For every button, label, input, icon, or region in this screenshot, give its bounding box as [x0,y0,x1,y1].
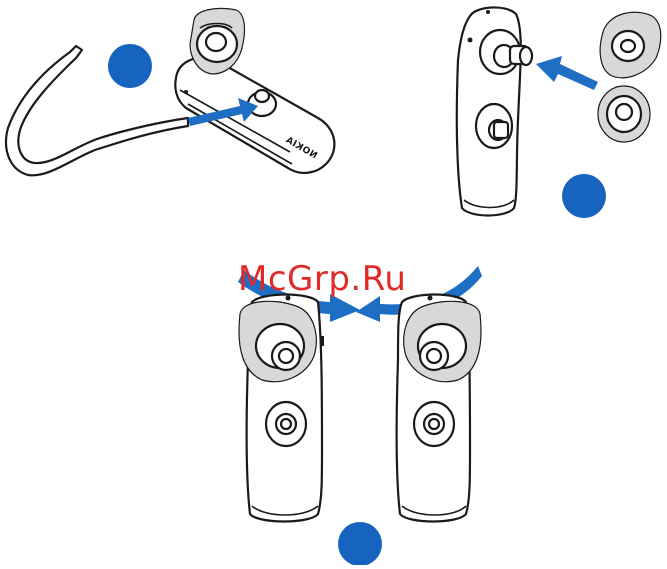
step-1-marker [108,44,152,88]
step-3-marker [338,522,382,565]
ear-gel-large [600,12,661,78]
panel-attach-ear-hook: NOKIA [6,8,334,175]
headset-side-view: NOKIA [175,8,334,172]
headset-right-ear [397,295,481,522]
ear-gel-small [598,86,650,142]
headset-front-view [457,7,532,215]
panel-change-ear-gel [457,7,661,218]
headset-left-ear [239,295,324,522]
ear-hook [6,46,188,175]
watermark: McGrp.Ru [238,262,406,296]
replace-gel-arrow [536,56,598,90]
panel-switch-ear [238,266,482,565]
step-2-marker [562,174,606,218]
